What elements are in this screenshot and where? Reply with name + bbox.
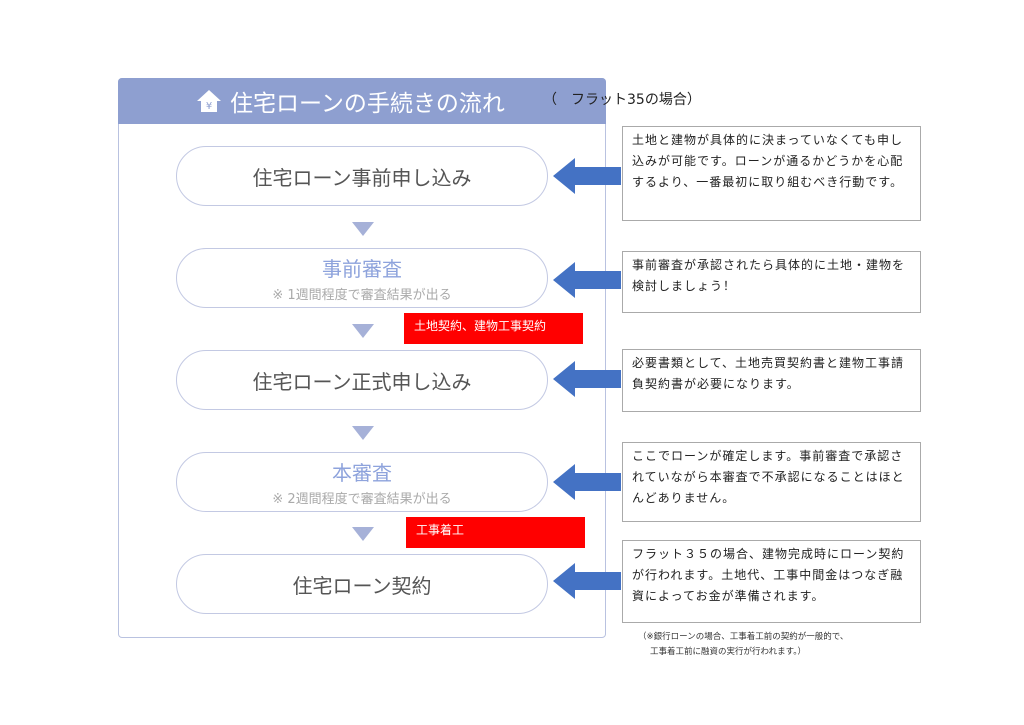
- left-arrow-icon: [553, 262, 621, 298]
- down-triangle-icon: [352, 324, 374, 338]
- milestone-land-contract: 土地契約、建物工事契約: [404, 313, 583, 344]
- page-subtitle: （ フラット35の場合）: [543, 92, 701, 108]
- down-triangle-icon: [352, 527, 374, 541]
- step-label: 住宅ローン契約: [292, 573, 432, 598]
- step-note: ※ 2週間程度で審査結果が出る: [272, 492, 452, 507]
- step-note: ※ 1週間程度で審査結果が出る: [272, 288, 452, 303]
- footnote-line: 工事着工前に融資の実行が行われます。）: [650, 647, 806, 657]
- step-label: 事前審査: [322, 257, 402, 281]
- panel-header: ¥ 住宅ローンの手続きの流れ: [118, 78, 606, 124]
- step-formal-application: 住宅ローン正式申し込み: [176, 350, 548, 410]
- left-arrow-icon: [553, 563, 621, 599]
- step-pre-application: 住宅ローン事前申し込み: [176, 146, 548, 206]
- footnote: （※銀行ローンの場合、工事着工前の契約が一般的で、 工事着工前に融資の実行が行わ…: [638, 630, 848, 660]
- note-loan-contract: フラット３５の場合、建物完成時にローン契約が行われます。土地代、工事中間金はつな…: [622, 540, 921, 623]
- note-main-screening: ここでローンが確定します。事前審査で承認されていながら本審査で不承認になることは…: [622, 442, 921, 522]
- note-formal-application: 必要書類として、土地売買契約書と建物工事請負契約書が必要になります。: [622, 349, 921, 412]
- svg-text:¥: ¥: [206, 101, 212, 112]
- down-triangle-icon: [352, 222, 374, 236]
- note-pre-screening: 事前審査が承認されたら具体的に土地・建物を検討しましょう！: [622, 251, 921, 313]
- step-loan-contract: 住宅ローン契約: [176, 554, 548, 614]
- footnote-line: （※銀行ローンの場合、工事着工前の契約が一般的で、: [638, 632, 849, 642]
- step-label: 本審査: [332, 461, 392, 485]
- step-label: 住宅ローン事前申し込み: [252, 165, 472, 190]
- step-label: 住宅ローン正式申し込み: [252, 369, 472, 394]
- left-arrow-icon: [553, 158, 621, 194]
- house-yen-icon: ¥: [196, 89, 222, 113]
- down-triangle-icon: [352, 426, 374, 440]
- left-arrow-icon: [553, 361, 621, 397]
- page-title: 住宅ローンの手続きの流れ: [230, 91, 505, 117]
- step-pre-screening: 事前審査 ※ 1週間程度で審査結果が出る: [176, 248, 548, 308]
- note-pre-application: 土地と建物が具体的に決まっていなくても申し込みが可能です。ローンが通るかどうかを…: [622, 126, 921, 221]
- milestone-construction-start: 工事着工: [406, 517, 585, 548]
- step-main-screening: 本審査 ※ 2週間程度で審査結果が出る: [176, 452, 548, 512]
- left-arrow-icon: [553, 464, 621, 500]
